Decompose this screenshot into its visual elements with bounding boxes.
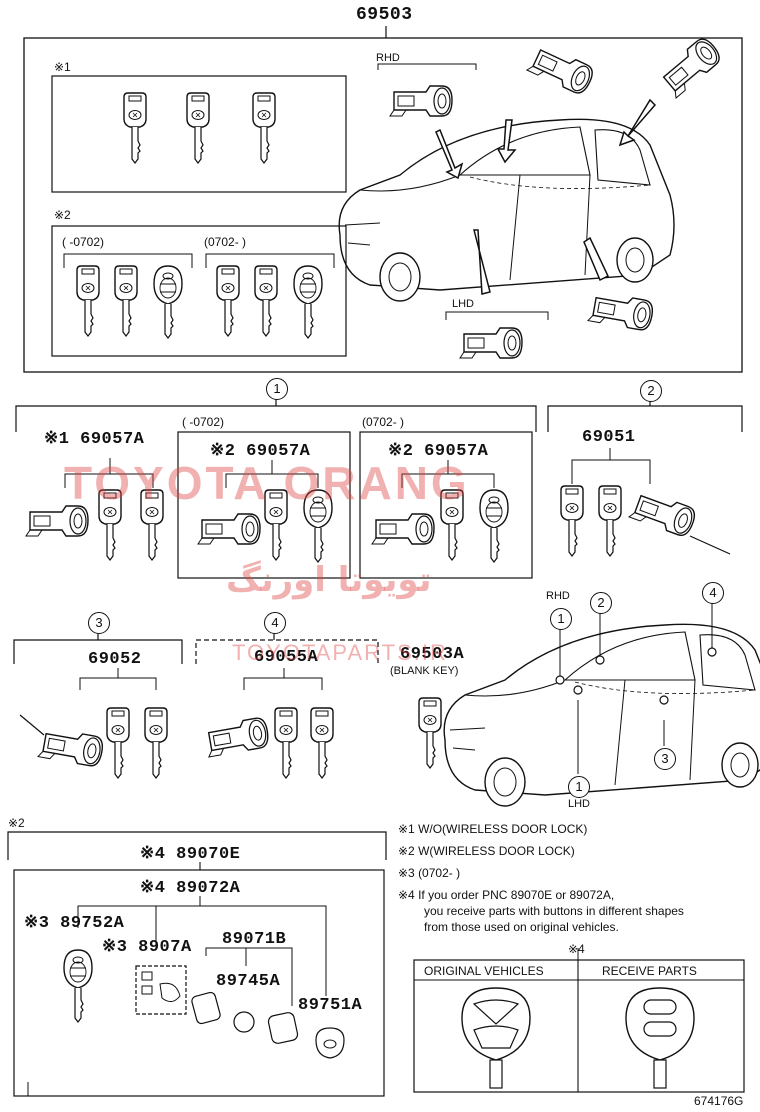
lhd-label-top: LHD xyxy=(452,298,475,310)
compare-col-original: ORIGINAL VEHICLES xyxy=(424,964,544,978)
compare-mark: ※4 xyxy=(568,942,585,956)
group-2-part-label: 69051 xyxy=(582,428,636,447)
blank-key-desc: (BLANK KEY) xyxy=(390,665,459,677)
part-89072A: ※4 89072A xyxy=(140,879,241,898)
rhd-label-top: RHD xyxy=(376,52,400,64)
part-89745A: 89745A xyxy=(216,972,281,991)
part-89751A: 89751A xyxy=(298,996,363,1015)
group-1b-part-label: ※2 69057A xyxy=(210,442,311,461)
compare-col-receive: RECEIVE PARTS xyxy=(602,964,697,978)
part-89071B: 89071B xyxy=(222,930,287,949)
figure-id: 674176G xyxy=(694,1094,744,1108)
loc-circle-2: 2 xyxy=(590,592,612,614)
group-circle-3: 3 xyxy=(88,612,110,634)
group-4-part-label: 69055A xyxy=(254,648,319,667)
blank-key-part: 69503A xyxy=(400,645,465,664)
part-8907A: ※3 8907A xyxy=(102,938,192,957)
group-circle-2: 2 xyxy=(640,380,662,402)
note-line-3: ※3 (0702- ) xyxy=(398,866,461,880)
loc-circle-3: 3 xyxy=(654,748,676,770)
note2-marker: ※2 xyxy=(54,208,71,222)
group-1c-range: (0702- ) xyxy=(362,415,405,429)
group-3-part-label: 69052 xyxy=(88,650,142,669)
part-89070E: ※4 89070E xyxy=(140,845,241,864)
group-1c-part-label: ※2 69057A xyxy=(388,442,489,461)
note1-marker: ※1 xyxy=(54,60,71,74)
note-line-2: ※2 W(WIRELESS DOOR LOCK) xyxy=(398,844,575,858)
bottom-note2-marker: ※2 xyxy=(8,816,25,830)
main-part-number: 69503 xyxy=(356,5,413,25)
group-circle-1: 1 xyxy=(266,378,288,400)
loc-lhd-label: LHD xyxy=(568,798,591,810)
group-circle-4: 4 xyxy=(264,612,286,634)
loc-circle-1: 1 xyxy=(550,608,572,630)
note-line-6: from those used on original vehicles. xyxy=(424,920,619,934)
part-89752A: ※3 89752A xyxy=(24,914,125,933)
range-new-label: (0702- ) xyxy=(204,235,247,249)
note-line-4: ※4 If you order PNC 89070E or 89072A, xyxy=(398,888,615,902)
group-1-part-label: ※1 69057A xyxy=(44,430,145,449)
loc-circle-4: 4 xyxy=(702,582,724,604)
loc-circle-1b: 1 xyxy=(568,776,590,798)
group-1b-range: ( -0702) xyxy=(182,415,225,429)
range-old-label: ( -0702) xyxy=(62,235,105,249)
note-line-1: ※1 W/O(WIRELESS DOOR LOCK) xyxy=(398,822,588,836)
loc-rhd-label: RHD xyxy=(546,590,570,602)
note-line-5: you receive parts with buttons in differ… xyxy=(424,904,684,918)
